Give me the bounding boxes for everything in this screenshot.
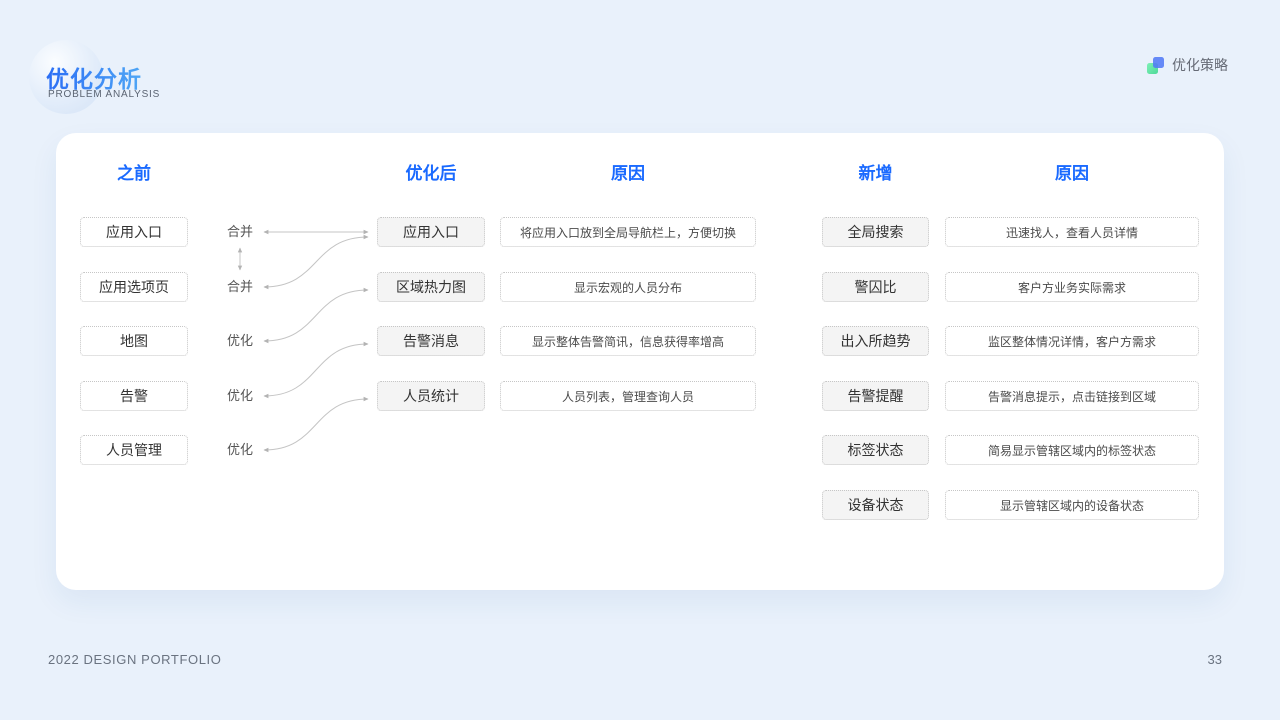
transform-label: 合并	[226, 224, 253, 239]
after-item: 告警消息	[377, 326, 485, 356]
reason-item: 告警消息提示，点击链接到区域	[945, 381, 1199, 411]
reason-item: 显示宏观的人员分布	[500, 272, 756, 302]
corner-tag-label: 优化策略	[1172, 57, 1228, 73]
green-square-icon	[1147, 62, 1158, 74]
corner-tag: 优化策略	[1147, 55, 1228, 75]
added-item: 告警提醒	[822, 381, 929, 411]
blue-square-icon	[1153, 56, 1164, 68]
column-header-after: 优化后	[405, 164, 457, 183]
before-item: 地图	[80, 326, 188, 356]
before-item: 应用选项页	[80, 272, 188, 302]
page-number: 33	[1207, 652, 1222, 667]
after-item: 区域热力图	[377, 272, 485, 302]
added-item: 警囚比	[822, 272, 929, 302]
reason-item: 迅速找人，查看人员详情	[945, 217, 1199, 247]
column-header-before: 之前	[117, 164, 151, 183]
reason-item: 监区整体情况详情，客户方需求	[945, 326, 1199, 356]
reason-item: 显示管辖区域内的设备状态	[945, 490, 1199, 520]
added-item: 出入所趋势	[822, 326, 929, 356]
reason-item: 将应用入口放到全局导航栏上，方便切换	[500, 217, 756, 247]
overlap-squares-icon	[1147, 56, 1164, 74]
before-item: 应用入口	[80, 217, 188, 247]
added-item: 设备状态	[822, 490, 929, 520]
reason-item: 简易显示管辖区域内的标签状态	[945, 435, 1199, 465]
title-decoration-circle	[29, 40, 103, 114]
column-header-reason-right: 原因	[1055, 164, 1089, 183]
page-subtitle: PROBLEM ANALYSIS	[48, 89, 161, 100]
transform-label: 优化	[226, 388, 253, 403]
added-item: 全局搜索	[822, 217, 929, 247]
column-header-reason-mid: 原因	[611, 164, 645, 183]
footer-text: 2022 DESIGN PORTFOLIO	[48, 652, 222, 667]
before-item: 告警	[80, 381, 188, 411]
after-item: 人员统计	[377, 381, 485, 411]
column-header-added: 新增	[858, 164, 893, 183]
transform-label: 合并	[226, 279, 253, 294]
after-item: 应用入口	[377, 217, 485, 247]
reason-item: 客户方业务实际需求	[945, 272, 1199, 302]
transform-label: 优化	[226, 333, 253, 348]
reason-item: 显示整体告警简讯，信息获得率增高	[500, 326, 756, 356]
main-card	[56, 133, 1224, 590]
added-item: 标签状态	[822, 435, 929, 465]
reason-item: 人员列表，管理查询人员	[500, 381, 756, 411]
before-item: 人员管理	[80, 435, 188, 465]
page-title: 优化分析	[46, 60, 142, 94]
transform-label: 优化	[226, 442, 253, 457]
